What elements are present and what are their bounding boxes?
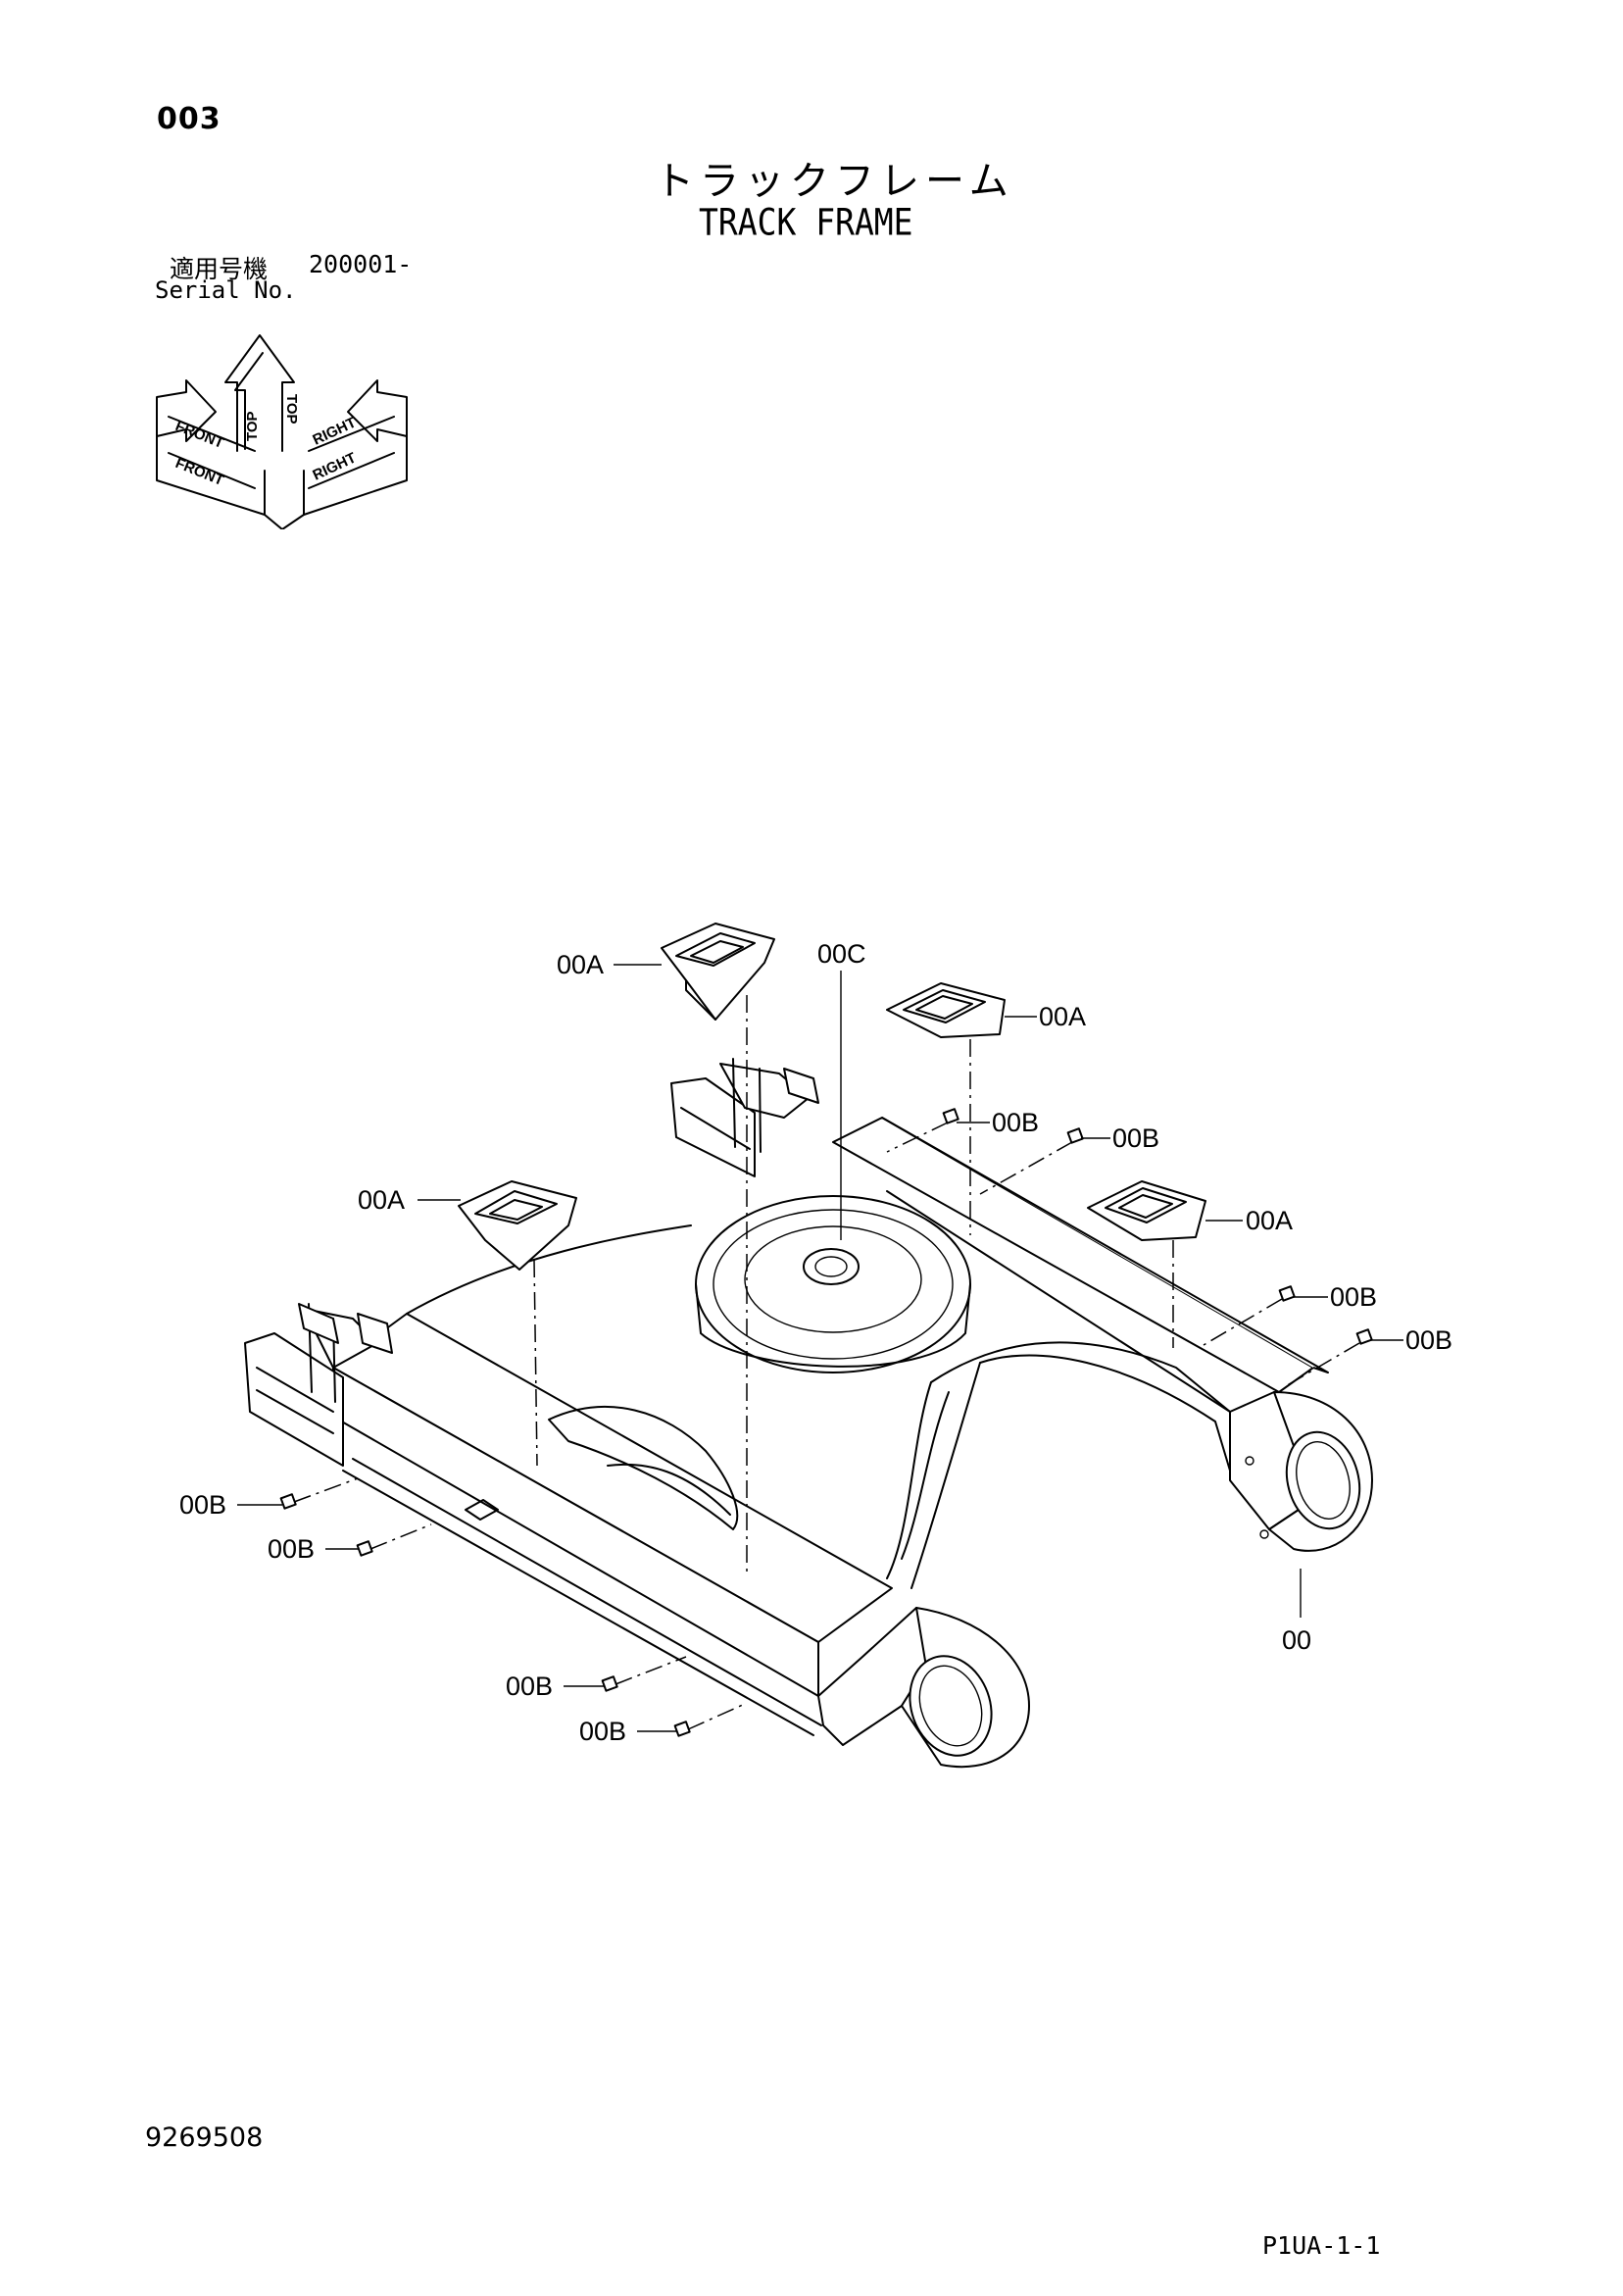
callout-00b-1: 00B (992, 1108, 1039, 1137)
callout-00b-7: 00B (506, 1672, 553, 1701)
callout-00a-4: 00A (1246, 1206, 1293, 1235)
swing-bearing-ring (695, 1195, 971, 1373)
orientation-label-top: TOP (244, 411, 261, 441)
page-title: TRACK FRAME (699, 201, 913, 244)
page-title-japanese: トラックフレーム (655, 159, 1014, 204)
callout-00c: 00C (817, 939, 866, 969)
serial-number-range: 200001- (309, 250, 413, 278)
orientation-label-top-2: TOP (283, 394, 300, 424)
serial-label: Serial No. (155, 276, 297, 304)
serial-label-japanese: 適用号機 (170, 255, 269, 283)
callout-00b-2: 00B (1112, 1123, 1159, 1153)
cover-00a-left (458, 1180, 577, 1271)
cover-00a-right (1087, 1180, 1206, 1241)
callout-00b-4: 00B (1405, 1325, 1452, 1355)
cover-00a-front-center (661, 923, 775, 1021)
leader-lines (237, 964, 1403, 1732)
callout-00b-3: 00B (1330, 1282, 1377, 1312)
cover-00a-rear-top (886, 982, 1006, 1038)
callout-00a-2: 00A (1039, 1002, 1086, 1031)
alignment-lines (293, 995, 1360, 1730)
orientation-icon: TOP TOP FRONT FRONT RIGHT RIGHT (156, 334, 408, 529)
plate-00b-set (279, 1108, 1373, 1737)
callout-00b-6: 00B (268, 1534, 315, 1564)
callout-00: 00 (1282, 1625, 1311, 1655)
callout-00a-3: 00A (358, 1185, 405, 1215)
drawing-number: 9269508 (145, 2122, 264, 2153)
callout-00a-1: 00A (557, 950, 604, 979)
page-number: 003 (157, 102, 221, 136)
page-code: P1UA-1-1 (1262, 2231, 1381, 2260)
callout-00b-8: 00B (579, 1717, 626, 1746)
track-frame-assembly (244, 1058, 1373, 1769)
callout-00b-5: 00B (179, 1490, 226, 1520)
